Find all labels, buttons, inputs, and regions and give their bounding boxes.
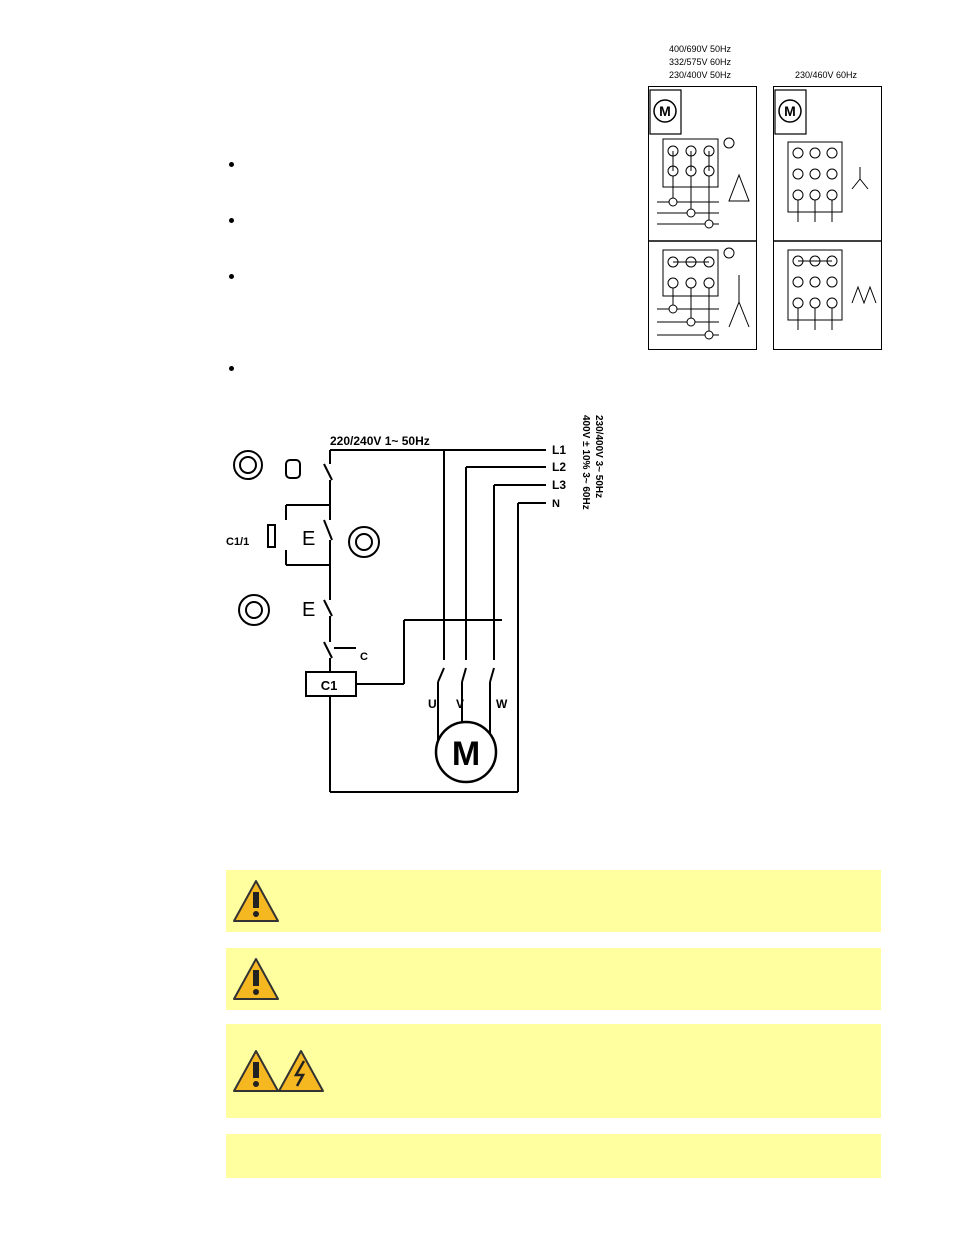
warning-box-3 [226,1024,881,1118]
motor-badge-right: M [784,103,796,119]
supply-three-label-2: 400V ± 10% 3~ 60Hz [580,415,591,510]
bullet-1 [229,162,234,167]
phase-u: U [428,697,437,711]
warning-icon [233,958,279,1000]
electrical-hazard-icon [278,1050,324,1092]
motor-label: M [452,735,480,773]
supply-single-label: 220/240V 1~ 50Hz [330,434,430,448]
left-voltage-1: 400/690V 50Hz [668,44,732,54]
emergency-stop-button [233,450,301,480]
warning-icon [233,1050,279,1092]
wiring-table-left: M [648,86,757,350]
supply-three-label-1: 230/400V 3~ 50Hz [593,415,604,498]
left-voltage-2: 332/575V 60Hz [668,57,732,67]
warning-box-2 [226,948,881,1010]
phase-w: W [496,697,508,711]
line-l3: L3 [552,478,566,492]
e-label-1: E [302,528,315,550]
push-button-right [348,526,380,558]
wiring-table-left-drawing: M [649,89,756,340]
warning-box-1 [226,870,881,932]
note-box [226,1134,881,1178]
contact-c-label: C [360,651,368,663]
bullet-3 [229,274,234,279]
bullet-4 [229,366,234,371]
bullet-2 [229,218,234,223]
line-n: N [552,498,560,510]
e-label-2: E [302,599,315,621]
phase-v: V [456,697,464,711]
push-button-left [238,594,270,626]
warning-icon [233,880,279,922]
motor-badge-left: M [659,103,671,119]
left-voltage-3: 230/400V 50Hz [668,70,732,80]
wiring-table-right: M [773,86,882,350]
wiring-schematic: C1 C1/1 E E C 220/240V 1~ 50Hz L1 L2 L3 … [226,415,604,793]
line-l2: L2 [552,460,566,474]
line-l1: L1 [552,443,566,457]
aux-contact-label: C1/1 [226,536,249,548]
right-voltage-1: 230/460V 60Hz [794,70,858,80]
coil-label: C1 [321,678,338,693]
wiring-table-right-drawing: M [774,89,881,330]
